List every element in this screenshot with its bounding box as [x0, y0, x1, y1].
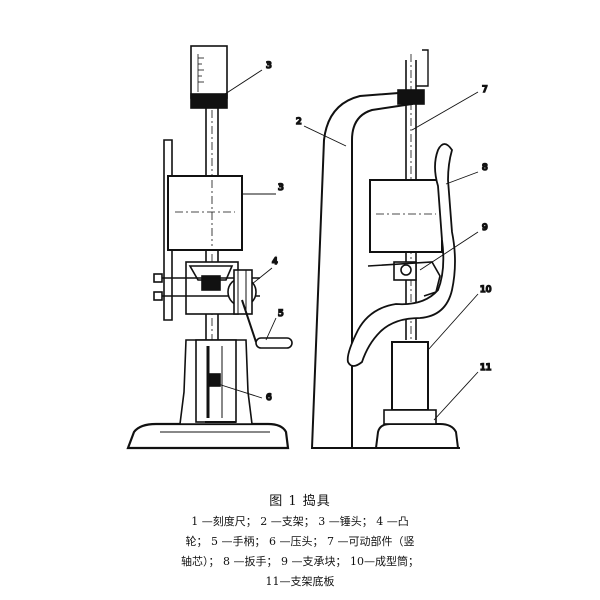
callout-3-hammer: 3 — [278, 183, 284, 193]
callout-6: 6 — [266, 393, 272, 403]
right-base-plate — [374, 423, 460, 449]
right-hammer-head — [369, 179, 443, 253]
callout-9: 9 — [482, 223, 488, 233]
left-scale-ruler — [190, 45, 228, 99]
callout-11: 11 — [480, 363, 491, 373]
callout-4: 4 — [272, 257, 278, 267]
callout-10: 10 — [480, 285, 492, 295]
left-handle — [255, 337, 293, 349]
legend-line: 1 —刻度尺； 2 —支架； 3 —锤头； 4 —凸 — [191, 515, 409, 528]
right-mold-cylinder — [391, 341, 429, 411]
legend-line: 轴芯）； 8 —扳手； 9 —支承块； 10—成型筒； — [181, 555, 419, 568]
right-side-view: 2 7 8 9 10 11 — [295, 49, 493, 449]
callout-8: 8 — [482, 163, 488, 173]
callout-5: 5 — [278, 309, 284, 319]
callout-3-scale: 3 — [266, 61, 272, 71]
figure-caption-title: 图 1 捣具 — [269, 494, 331, 509]
left-base-plate — [126, 422, 290, 450]
legend-line: 轮； 5 —手柄； 6 —压头； 7 —可动部件（竖 — [185, 535, 415, 548]
callout-2: 2 — [296, 117, 302, 127]
left-hammer-head — [167, 175, 243, 251]
right-lever — [346, 143, 456, 367]
callout-7: 7 — [482, 85, 488, 95]
legend-line: 11—支架底板 — [265, 575, 335, 588]
left-front-view: 3 3 4 5 6 — [126, 45, 293, 450]
